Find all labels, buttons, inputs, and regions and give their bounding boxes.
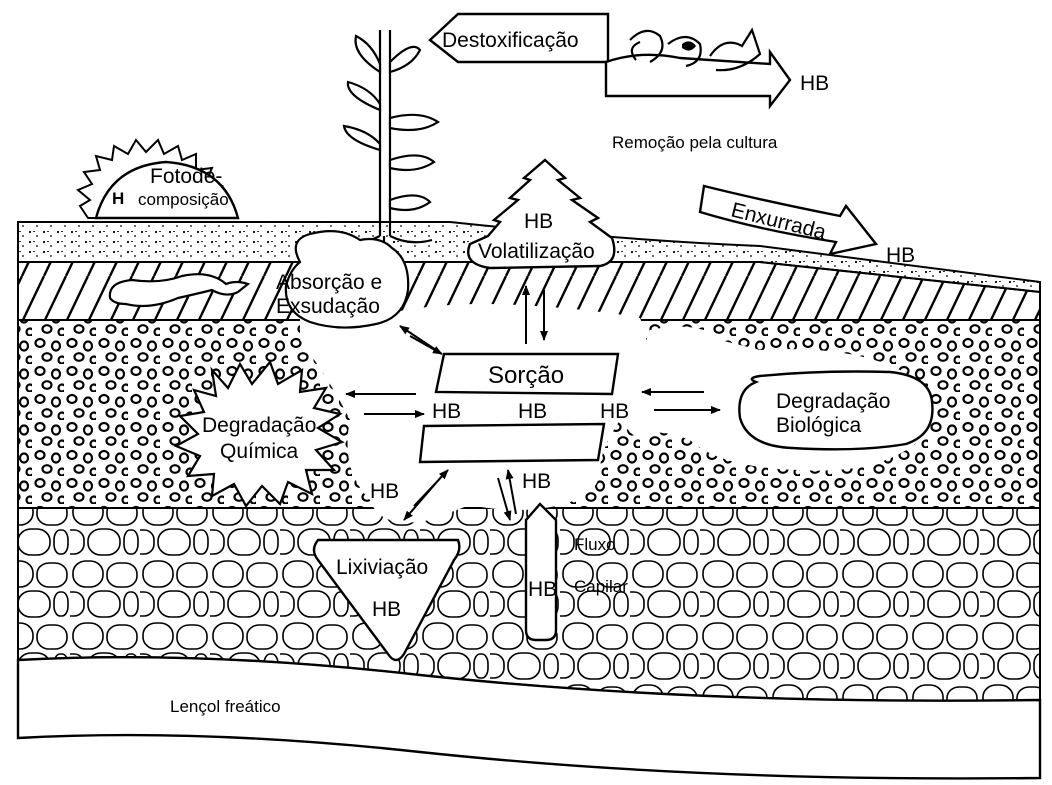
volatilization: HB Volatilização: [468, 160, 614, 268]
photodecomposition-label-1: Fotode-: [150, 165, 222, 188]
volatilization-label: Volatilização: [478, 240, 595, 263]
absorption-exudation: Absorção e Exsudação: [276, 231, 408, 327]
capillary-label-1: Fluxo: [574, 535, 616, 554]
crop-removal: HB Remoção pela cultura: [606, 30, 829, 152]
biological-degradation-label-2: Biológica: [776, 414, 862, 437]
capillary-hb: HB: [528, 578, 557, 601]
biological-degradation: Degradação Biológica: [739, 372, 932, 450]
sorption-hb-1: HB: [432, 400, 461, 423]
biological-degradation-label-1: Degradação: [776, 390, 890, 413]
photodecomposition-h: H: [112, 189, 124, 208]
chemical-degradation-label-2: Química: [220, 440, 299, 463]
sorption-lower-block: [420, 424, 604, 462]
photodecomposition-label-2: composição: [138, 190, 229, 209]
leaching-arrow-hb: HB: [370, 480, 399, 503]
detoxification-arrow: Destoxificação: [430, 14, 608, 62]
capillary-arrow-hb: HB: [522, 470, 551, 493]
sorption-label: Sorção: [488, 362, 564, 389]
crop-removal-label: Remoção pela cultura: [612, 133, 778, 152]
absorption-label-1: Absorção e: [276, 271, 382, 294]
crop-removal-hb: HB: [800, 72, 829, 95]
absorption-label-2: Exsudação: [276, 295, 380, 318]
leaching-hb: HB: [372, 598, 401, 621]
runoff-hb: HB: [886, 244, 915, 267]
water-table-label: Lençol freático: [170, 697, 281, 716]
sorption-hb-2: HB: [518, 400, 547, 423]
sorption-hb-3: HB: [600, 400, 629, 423]
capillary-label-2: Capilar: [574, 577, 628, 596]
leaching-label: Lixiviação: [336, 556, 428, 579]
volatilization-hb: HB: [524, 210, 553, 233]
detoxification-label: Destoxificação: [442, 29, 579, 52]
chemical-degradation-label-1: Degradação: [202, 414, 316, 437]
sun-photodecomposition: Fotode- H composição: [78, 140, 238, 218]
